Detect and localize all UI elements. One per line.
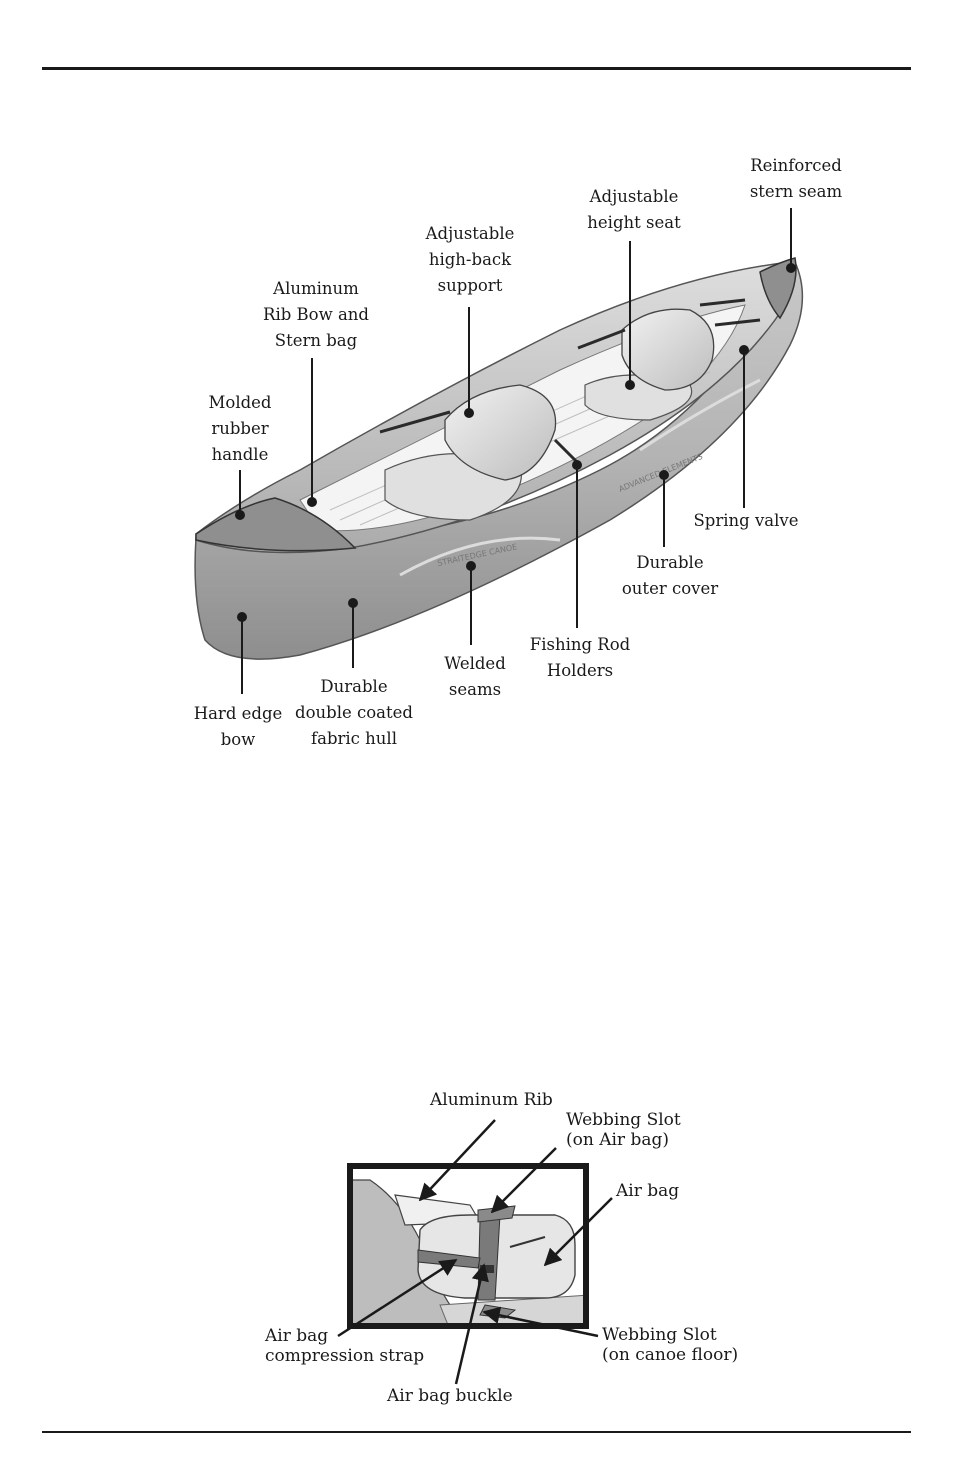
arrow-air-bag-buckle xyxy=(454,1263,489,1385)
arrow-aluminum-rib xyxy=(418,1119,496,1202)
label-adjustable-high-back-support: Adjustable high-back support xyxy=(425,224,515,295)
arrow-compression-strap xyxy=(337,1258,458,1338)
rear-seat-back xyxy=(621,308,715,391)
label-aluminum-rib-bow: Aluminum Rib Bow and Stern bag xyxy=(263,279,369,350)
label-webbing-slot-air-bag: Webbing Slot (on Air bag) xyxy=(566,1110,681,1150)
label-webbing-slot-floor: Webbing Slot (on canoe floor) xyxy=(602,1325,739,1365)
label-double-coated-fabric-hull: Durable double coated fabric hull xyxy=(295,677,413,748)
label-compression-strap: Air bag compression strap xyxy=(265,1326,425,1366)
label-welded-seams: Welded seams xyxy=(444,654,506,699)
detail-frame xyxy=(347,1163,589,1329)
label-molded-rubber-handle: Molded rubber handle xyxy=(208,393,272,464)
front-seat-back xyxy=(444,384,557,481)
label-adjustable-height-seat: Adjustable height seat xyxy=(587,187,681,232)
label-fishing-rod-holders: Fishing Rod Holders xyxy=(529,635,631,680)
canoe-illustration: STRAITEDGE CANOE ADVANCED ELEMENTS xyxy=(194,208,804,694)
label-durable-outer-cover: Durable outer cover xyxy=(621,553,719,598)
bow-cap xyxy=(195,497,357,552)
label-hard-edge-bow: Hard edge bow xyxy=(193,704,283,749)
label-aluminum-rib: Aluminum Rib xyxy=(430,1090,553,1110)
canoe-hull xyxy=(194,260,804,660)
stern-cap xyxy=(759,257,797,320)
air-bag-illustration xyxy=(337,1119,613,1385)
top-rule xyxy=(42,67,911,70)
bottom-rule xyxy=(42,1431,911,1433)
arrow-webbing-slot-floor xyxy=(482,1306,599,1338)
label-air-bag-buckle: Air bag buckle xyxy=(387,1386,513,1406)
label-reinforced-stern-seam: Reinforced stern seam xyxy=(749,156,843,201)
label-spring-valve: Spring valve xyxy=(693,511,799,530)
label-air-bag: Air bag xyxy=(616,1181,680,1201)
arrow-air-bag xyxy=(543,1197,613,1267)
arrow-webbing-slot-air-bag xyxy=(490,1147,557,1214)
